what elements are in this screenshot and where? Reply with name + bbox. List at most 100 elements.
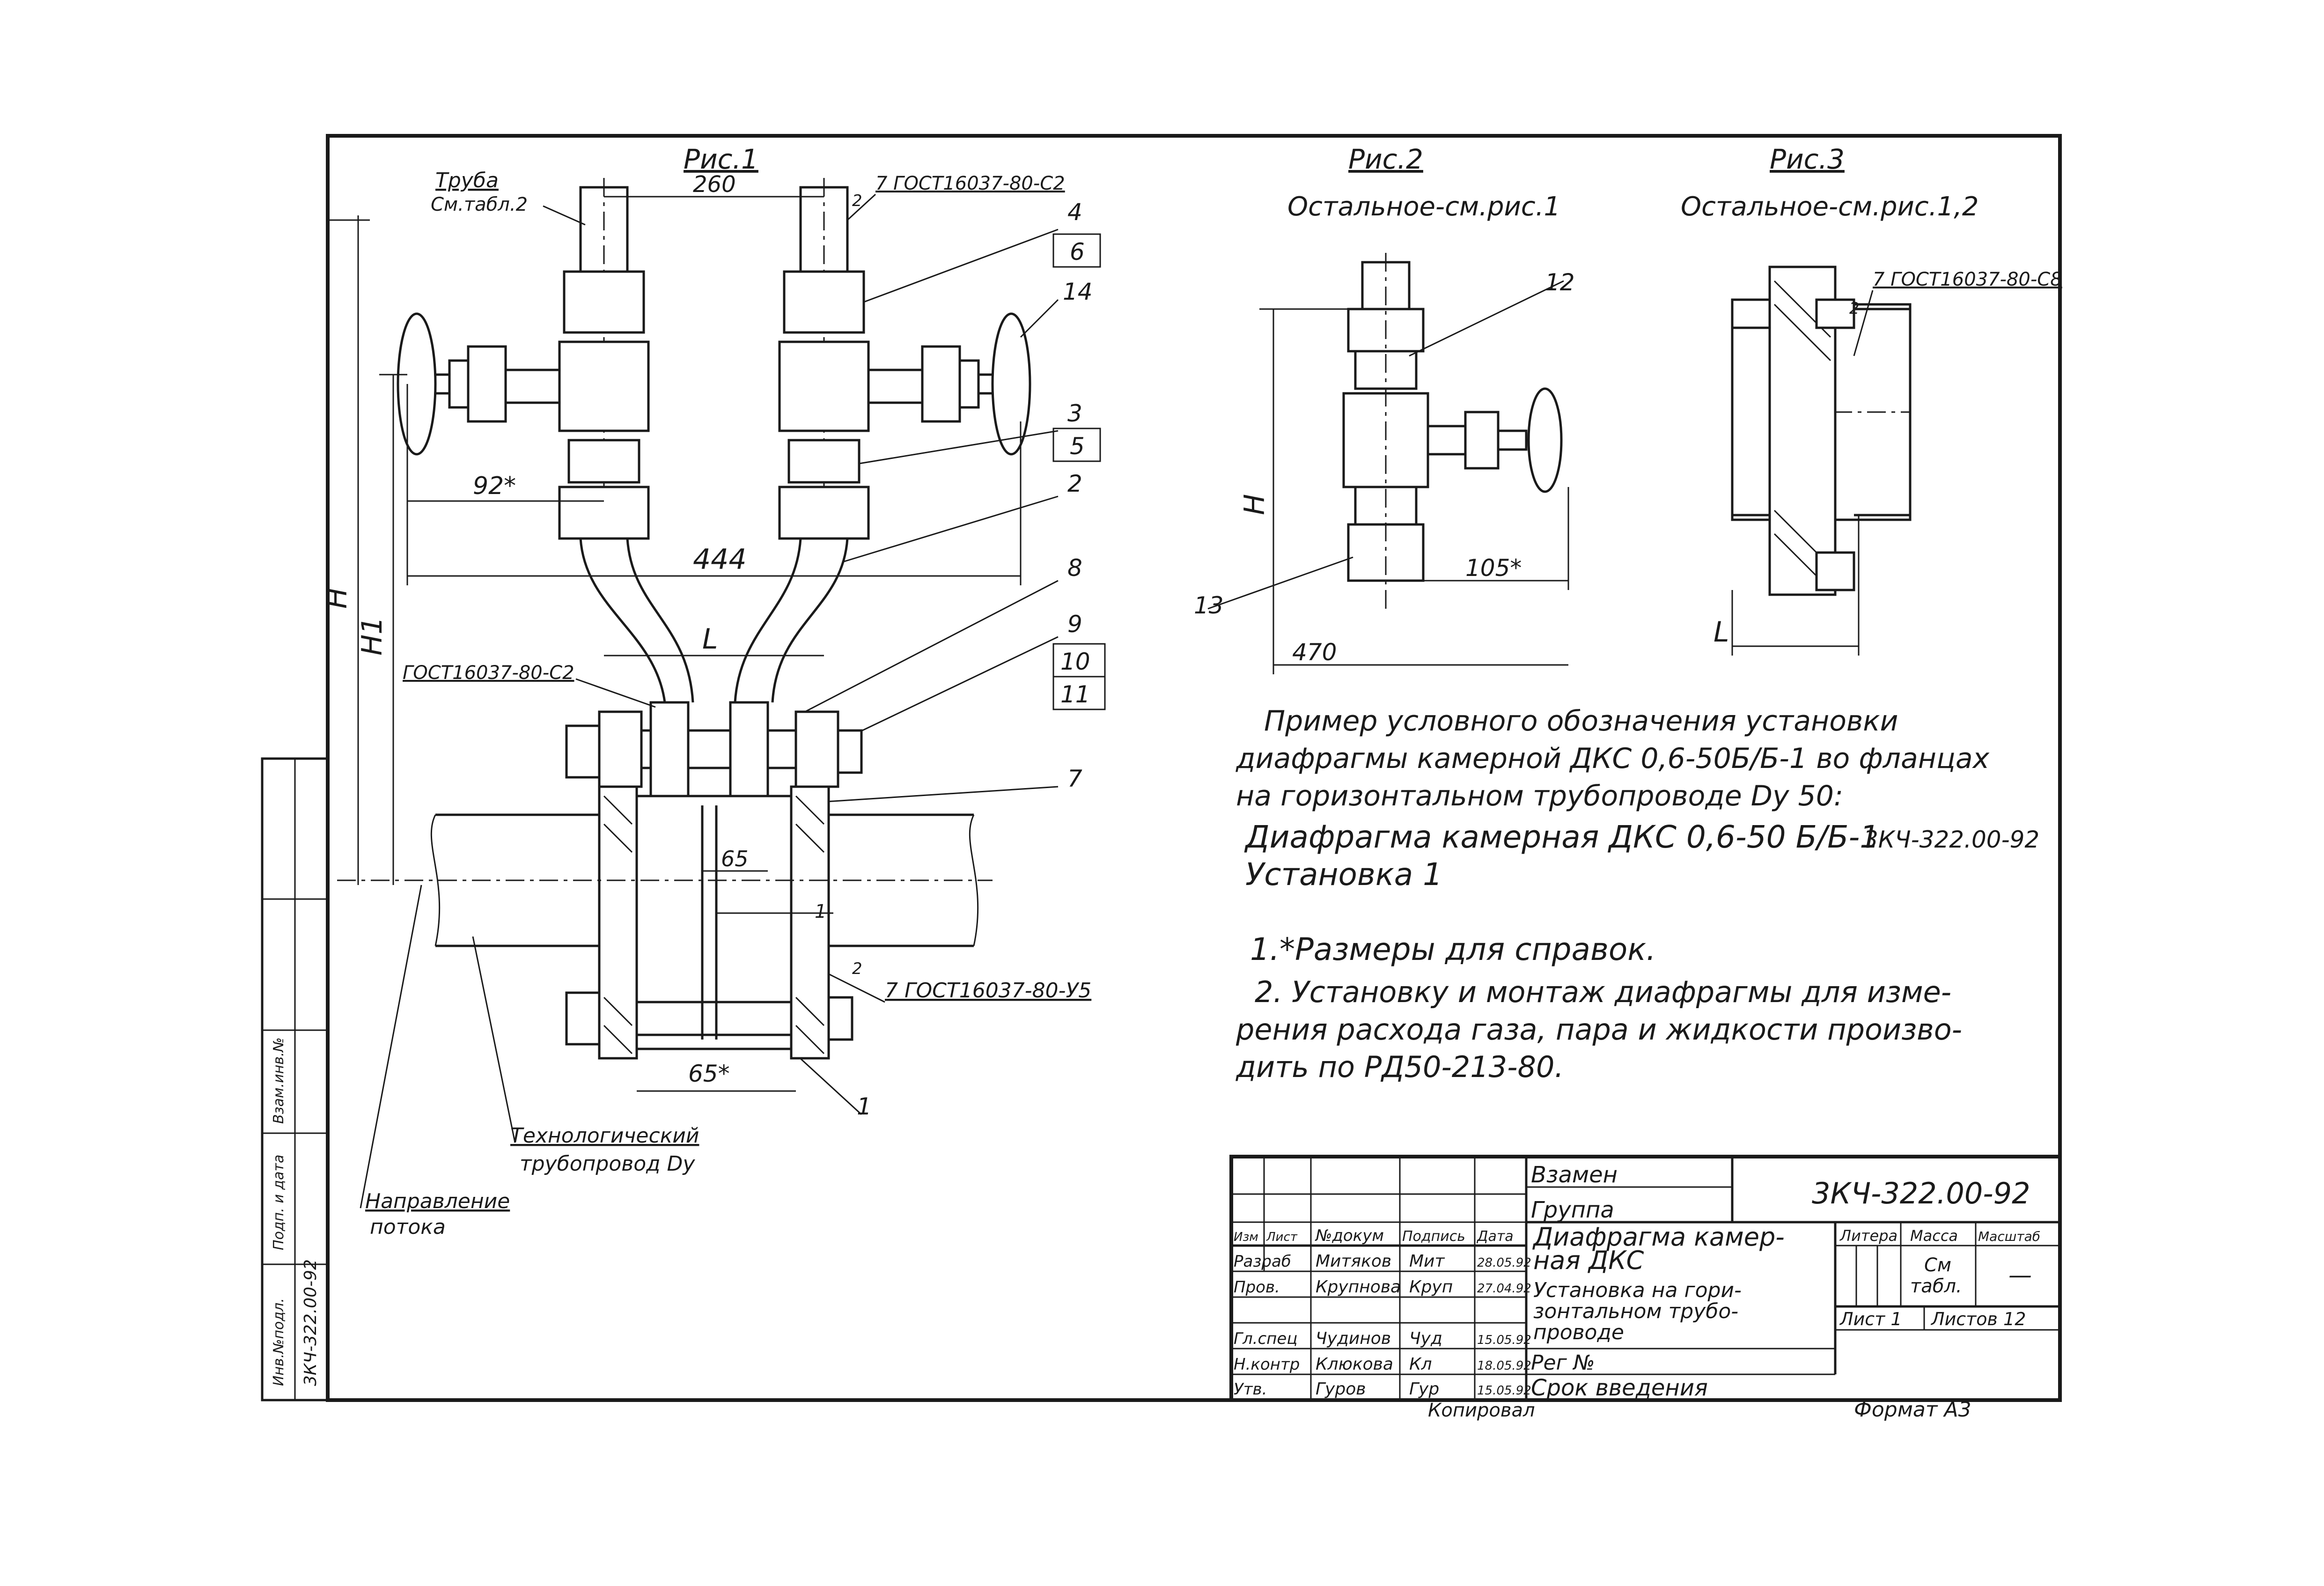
tb-massa-value-2: табл.: [1910, 1276, 1962, 1297]
callout-3: 3: [1067, 400, 1082, 427]
side-stamp: Инв.№подл. Подп. и дата Взам.инв.№ 3КЧ-3…: [261, 757, 329, 1402]
example-line-3: на горизонтальном трубопроводе Dу 50:: [1236, 780, 1843, 812]
fig1-flow-1: Направление: [365, 1189, 510, 1213]
callout-4: 4: [1067, 199, 1082, 226]
fig1-flow-2: потока: [370, 1215, 446, 1239]
tb-row1-date: 27.04.92: [1477, 1282, 1531, 1296]
tb-row2-sign: Чуд: [1409, 1329, 1442, 1348]
tb-copied: Копировал: [1428, 1400, 1535, 1421]
tb-gruppa: Группа: [1531, 1197, 1614, 1223]
tb-row0-role: Разраб: [1234, 1252, 1291, 1271]
tb-masshtab: Масштаб: [1978, 1229, 2040, 1244]
tb-srok: Срок введения: [1531, 1375, 1708, 1401]
tb-doc-code: 3КЧ-322.00-92: [1812, 1176, 2030, 1210]
tb-row0-date: 28.05.92: [1477, 1256, 1531, 1270]
tb-massa-value-1: См: [1924, 1254, 1951, 1276]
tb-subtitle-3: проводе: [1533, 1320, 1624, 1344]
fig1-dim-92: 92*: [473, 472, 516, 500]
tb-vzamen: Взамен: [1531, 1162, 1618, 1188]
tb-col-doc: №докум: [1315, 1226, 1384, 1245]
example-line-1: Пример условного обозначения установки: [1264, 705, 1898, 738]
callout-11: 11: [1060, 681, 1090, 708]
tb-litera: Литера: [1839, 1227, 1897, 1245]
fig1-mark-1: 1: [815, 901, 826, 922]
tb-row3-role: Н.контр: [1234, 1355, 1300, 1374]
tb-row0-name: Митяков: [1316, 1252, 1391, 1271]
title-block: Изм Лист №докум Подпись Дата Разраб Митя…: [1229, 1155, 2062, 1422]
fig1-dim-H1: H1: [356, 617, 389, 656]
note-2-line-3: дить по РД50-213-80.: [1236, 1050, 1564, 1084]
side-stamp-cell-1: Инв.№подл.: [271, 1298, 287, 1386]
figure-1: Рис.1 Труба См.табл.2 260 7 ГОСТ16037-80…: [321, 143, 1106, 1239]
figure-2: Рис.2 Остальное-см.рис.1 12 13 H 105* 47…: [1194, 143, 1575, 674]
fig1-dim-L: L: [702, 623, 718, 656]
designation-code: 3КЧ-322.00-92: [1863, 826, 2039, 853]
figure-3: Рис.3 Остальное-см.рис.1,2 7 ГОСТ16037-8…: [1681, 143, 2062, 656]
tb-row0-sign: Мит: [1409, 1252, 1445, 1271]
tb-reg-no: Рег №: [1531, 1351, 1595, 1375]
fig2-subtitle: Остальное-см.рис.1: [1287, 192, 1560, 222]
callout-2: 2: [1067, 470, 1082, 497]
fig1-dim-444: 444: [693, 543, 747, 576]
callout-10: 10: [1060, 648, 1090, 675]
tb-subtitle-2: зонтальном трубо-: [1533, 1299, 1738, 1323]
tb-col-sign: Подпись: [1402, 1228, 1465, 1245]
callout-5: 5: [1070, 433, 1085, 460]
tb-massa: Масса: [1910, 1227, 1958, 1245]
callout-14: 14: [1063, 278, 1093, 305]
tb-row3-date: 18.05.92: [1477, 1359, 1531, 1373]
tb-format: Формат А3: [1854, 1398, 1971, 1422]
fig2-callout-13: 13: [1194, 592, 1224, 619]
tb-row4-role: Утв.: [1234, 1380, 1267, 1399]
fig2-dim-470: 470: [1292, 639, 1337, 666]
tb-col-izm: Изм: [1234, 1230, 1258, 1244]
callout-1: 1: [857, 1093, 872, 1120]
tb-row4-sign: Гур: [1409, 1379, 1439, 1399]
fig1-tech-pipe-1: Технологический: [510, 1124, 699, 1148]
callout-8: 8: [1067, 554, 1082, 582]
tb-subtitle-1: Установка на гори-: [1533, 1278, 1742, 1302]
fig3-weld-2: 2: [1849, 299, 1860, 318]
callout-7: 7: [1067, 765, 1082, 792]
notes: Пример условного обозначения установки д…: [1236, 705, 2039, 1084]
fig2-title: Рис.2: [1348, 143, 1423, 175]
fig3-dim-L: L: [1714, 616, 1729, 649]
tb-title-1: Диафрагма камер-: [1532, 1222, 1785, 1252]
fig2-dim-105: 105*: [1465, 554, 1522, 582]
tb-row1-name: Крупнова: [1316, 1277, 1401, 1297]
tb-listov: Листов 12: [1930, 1309, 2026, 1329]
fig1-gost-u5: 7 ГОСТ16037-80-У5: [885, 979, 1091, 1003]
tb-row4-date: 15.05.92: [1477, 1384, 1531, 1398]
tb-row3-sign: Кл: [1409, 1355, 1432, 1374]
fig1-dim-260: 260: [693, 171, 736, 198]
fig3-title: Рис.3: [1770, 143, 1845, 175]
note-2-line-1: 2. Установку и монтаж диафрагмы для изме…: [1255, 975, 1951, 1009]
designation-line: Диафрагма камерная ДКС 0,6-50 Б/Б-1: [1244, 819, 1879, 855]
fig1-dim-65-in: 65: [721, 846, 749, 871]
fig3-gost-c8: 7 ГОСТ16037-80-С8: [1873, 269, 2062, 290]
fig2-callout-12: 12: [1545, 269, 1575, 296]
fig1-dim-H: H: [321, 588, 353, 609]
callout-9: 9: [1067, 611, 1082, 638]
note-1: 1.*Размеры для справок.: [1250, 931, 1656, 967]
tb-row2-date: 15.05.92: [1477, 1333, 1531, 1347]
fig1-pipe-label: Труба: [435, 169, 499, 192]
tb-row3-name: Клюкова: [1316, 1355, 1393, 1374]
tb-row1-sign: Круп: [1409, 1277, 1453, 1297]
tb-row2-name: Чудинов: [1316, 1329, 1391, 1348]
tb-row1-role: Пров.: [1234, 1278, 1280, 1297]
fig1-dim-65-bottom: 65*: [688, 1060, 730, 1087]
tb-masshtab-value: —: [2008, 1261, 2032, 1289]
side-stamp-cell-2: Подп. и дата: [271, 1155, 287, 1250]
fig1-weld-2: 2: [852, 959, 862, 978]
fig1-tech-pipe-2: трубопровод Dу: [520, 1152, 695, 1176]
fig1-weld-2-top: 2: [852, 192, 862, 210]
side-stamp-cell-4: 3КЧ-322.00-92: [301, 1259, 320, 1386]
fig1-gost-c2-top: 7 ГОСТ16037-80-С2: [875, 173, 1065, 194]
note-2-line-2: рения расхода газа, пара и жидкости прои…: [1236, 1012, 1962, 1047]
tb-row2-role: Гл.спец: [1234, 1329, 1297, 1348]
fig1-callouts: 4 6 14 3 5 2 8 9 10 11 7 1: [857, 199, 1106, 1120]
example-line-2: диафрагмы камерной ДКС 0,6-50Б/Б-1 во фл…: [1236, 742, 1990, 775]
installation-label: Установка 1: [1245, 856, 1442, 893]
